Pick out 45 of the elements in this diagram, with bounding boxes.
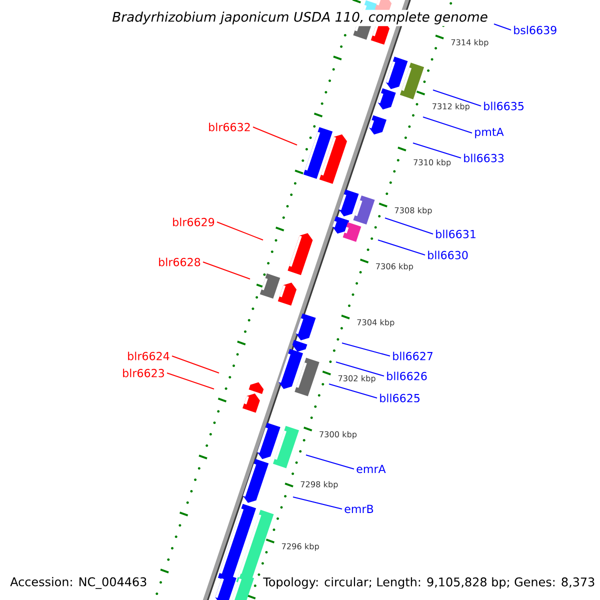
leader-line (494, 24, 512, 30)
gene-label: bll6635 (484, 102, 524, 110)
gene-label: bll6625 (380, 394, 420, 402)
leader-line (252, 126, 298, 146)
leader-line (292, 496, 342, 510)
leader-line (412, 142, 462, 158)
scale-label: 7308 kbp (394, 207, 432, 215)
leader-line (336, 362, 384, 376)
scale-label: 7296 kbp (282, 543, 319, 551)
title: Bradyrhizobium japonicum USDA 110, complete genome (110, 10, 490, 26)
scale-label: 7310 kbp (414, 159, 451, 167)
scale-label: 7300 kbp (320, 431, 357, 439)
gene-label: blr6628 (159, 258, 200, 266)
leader-line (378, 240, 426, 256)
scale-label: 7306 kbp (376, 263, 414, 271)
gene-label: emrA (356, 464, 386, 474)
accession-text: Accession: NC_004463 (10, 577, 146, 589)
gene-label: pmtA (475, 128, 504, 138)
gene-label: bll6631 (436, 230, 476, 238)
leader-line (342, 342, 390, 356)
leader-line (216, 222, 264, 240)
gene-label: bll6630 (428, 250, 468, 260)
gene-label: bsl6639 (514, 26, 556, 34)
gene-label: blr6632 (209, 122, 250, 132)
leader-line (384, 218, 434, 234)
scale-label: 7298 kbp (300, 481, 338, 489)
scale-label: 7312 kbp (432, 103, 470, 111)
gene-label: bll6633 (464, 154, 504, 162)
leader-line (422, 116, 472, 134)
scale-label: 7304 kbp (357, 319, 394, 327)
leader-line (166, 372, 214, 390)
scale-label: 7302 kbp (338, 375, 376, 383)
gene-label: bll6626 (387, 372, 427, 380)
gene-label: blr6624 (128, 352, 170, 360)
leader-line (202, 262, 250, 280)
leader-line (306, 454, 354, 470)
leader-line (328, 384, 378, 398)
leader-line (432, 90, 482, 106)
gene-label: emrB (344, 504, 374, 514)
scale-label: 7314 kbp (451, 39, 488, 47)
gene-label: bll6627 (393, 352, 432, 360)
genome-info-text: Topology: circular; Length: 9,105,828 bp; Genes: 8,373 (263, 577, 594, 589)
gene-label: blr6623 (123, 368, 164, 378)
leader-line (172, 356, 220, 374)
gene-label: blr6629 (173, 218, 214, 226)
